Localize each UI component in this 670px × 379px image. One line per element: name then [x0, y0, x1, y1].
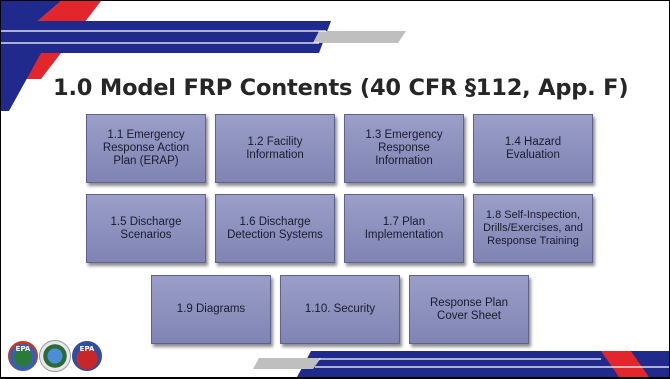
content-box-1-8: 1.8 Self-Inspection, Drills/Exercises, a…: [473, 194, 593, 263]
content-box-1-1: 1.1 Emergency Response Action Plan (ERAP…: [86, 114, 206, 183]
bottom-red-stripe: [601, 351, 649, 377]
slide-title: 1.0 Model FRP Contents (40 CFR §112, App…: [53, 75, 629, 101]
content-box-1-3: 1.3 Emergency Response Information: [344, 114, 464, 183]
content-box-1-7: 1.7 Plan Implementation: [344, 194, 464, 263]
epa-emergency-logo-text: EPA: [79, 345, 95, 353]
bottom-navy-stripe: [297, 351, 669, 377]
bottom-gray-stripe: [253, 358, 321, 369]
bottom-navy-corner: [631, 351, 669, 377]
epa-logo-text: EPA: [15, 345, 31, 353]
left-navy-wedge: [1, 53, 41, 111]
seal-logo: [39, 340, 71, 372]
top-navy-stripe: [1, 21, 331, 53]
content-box-1-9: 1.9 Diagrams: [151, 275, 271, 344]
content-box-cover-sheet: Response Plan Cover Sheet: [409, 275, 529, 344]
epa-logo: EPA: [7, 340, 39, 372]
content-box-1-5: 1.5 Discharge Scenarios: [86, 194, 206, 263]
content-box-1-2: 1.2 Facility Information: [215, 114, 335, 183]
epa-emergency-logo: EPA: [71, 340, 103, 372]
top-gray-stripe: [313, 31, 406, 43]
logo-group: EPA EPA: [7, 340, 103, 374]
content-box-1-10: 1.10. Security: [280, 275, 400, 344]
content-box-1-6: 1.6 Discharge Detection Systems: [215, 194, 335, 263]
content-box-1-4: 1.4 Hazard Evaluation: [473, 114, 593, 183]
